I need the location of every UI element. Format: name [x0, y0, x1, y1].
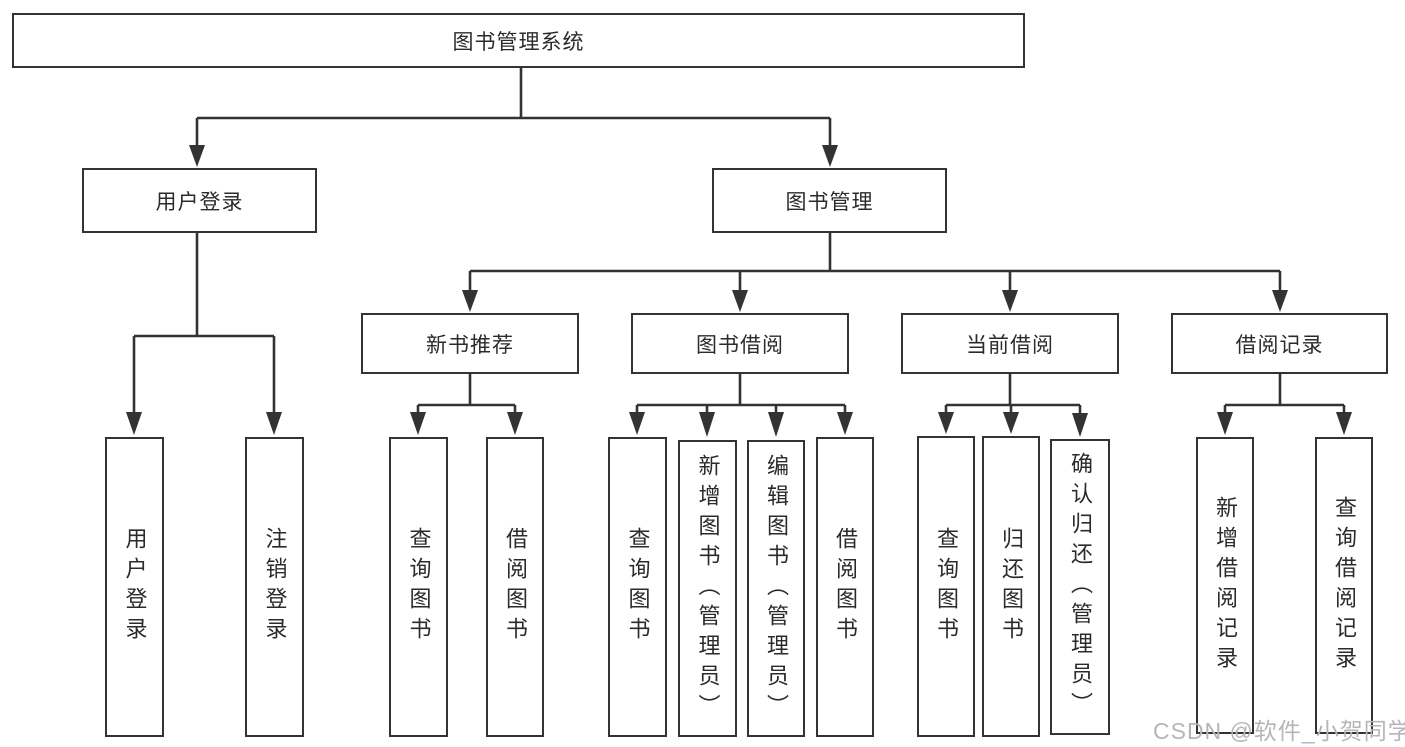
node-book-borrowing: 图书借阅: [631, 313, 849, 374]
leaf-borrowing-edit-books-admin: 编辑图书（管理员）: [747, 440, 805, 737]
connector-book-management-to-sections: [462, 233, 1288, 312]
leaf-user-login: 用户登录: [105, 437, 164, 737]
connector-borrowing-records-to-leaves: [1217, 374, 1352, 435]
node-book-management: 图书管理: [712, 168, 947, 233]
connector-root-to-branches: [189, 68, 838, 167]
node-borrowing-records: 借阅记录: [1171, 313, 1388, 374]
leaf-current-return-books: 归还图书: [982, 436, 1040, 737]
leaf-newbook-query-books: 查询图书: [389, 437, 448, 737]
leaf-records-add-record: 新增借阅记录: [1196, 437, 1254, 734]
connector-current-borrowing-to-leaves: [938, 374, 1088, 437]
connector-user-login-to-leaves: [126, 233, 282, 435]
leaf-logout: 注销登录: [245, 437, 304, 737]
leaf-current-confirm-return-admin: 确认归还（管理员）: [1050, 439, 1110, 735]
leaf-current-query-books: 查询图书: [917, 436, 975, 737]
leaf-borrowing-borrow-books: 借阅图书: [816, 437, 874, 737]
leaf-borrowing-query-books: 查询图书: [608, 437, 667, 737]
node-current-borrowing: 当前借阅: [901, 313, 1119, 374]
watermark: CSDN @软件_小贺同学: [1153, 718, 1405, 744]
connector-book-borrowing-to-leaves: [629, 374, 853, 437]
leaf-records-query-record: 查询借阅记录: [1315, 437, 1373, 734]
leaf-borrowing-add-books-admin: 新增图书（管理员）: [678, 440, 737, 737]
node-user-login: 用户登录: [82, 168, 317, 233]
node-library-system: 图书管理系统: [12, 13, 1025, 68]
node-new-book-recommend: 新书推荐: [361, 313, 579, 374]
connector-new-book-recommend-to-leaves: [410, 374, 523, 435]
leaf-newbook-borrow-books: 借阅图书: [486, 437, 544, 737]
